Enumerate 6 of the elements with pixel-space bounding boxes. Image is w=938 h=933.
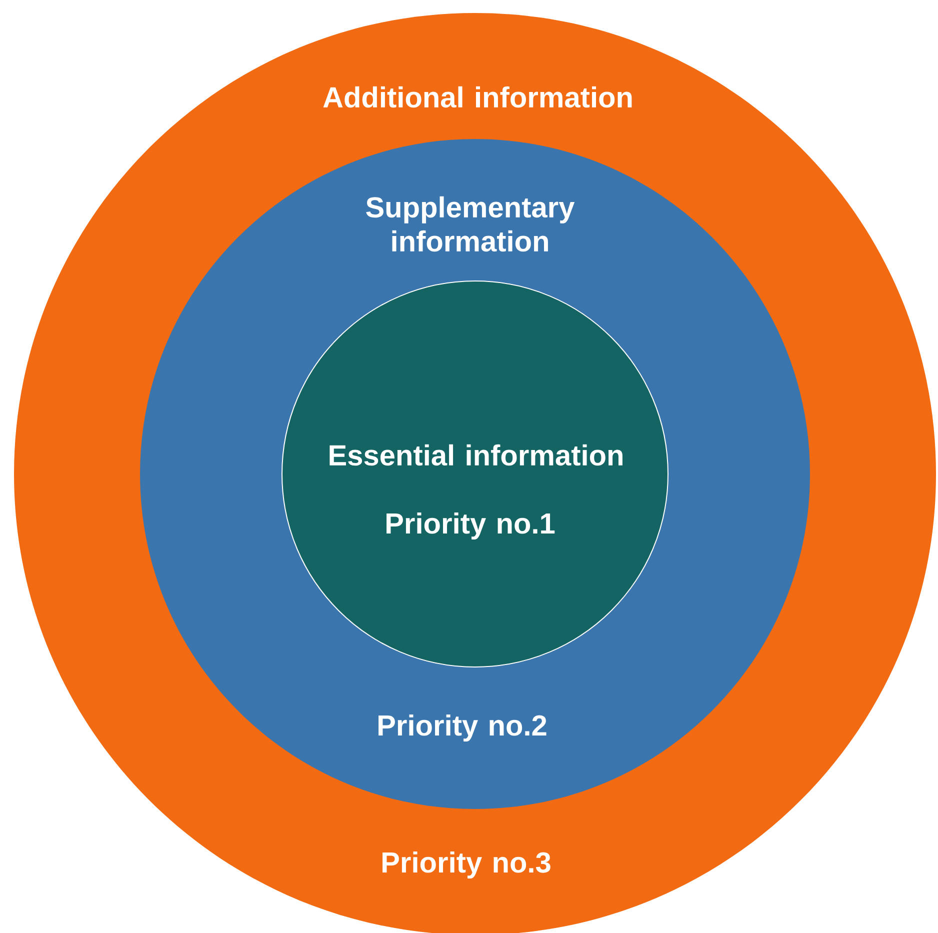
node-label: Additional information: [323, 86, 632, 108]
node-label: Essential information: [330, 444, 622, 466]
node-label: Priority no.1: [386, 512, 555, 540]
node-label: Priority no.2: [378, 714, 546, 742]
node-label: Supplementary information: [366, 196, 575, 252]
node-label: Priority no.3: [382, 851, 550, 879]
